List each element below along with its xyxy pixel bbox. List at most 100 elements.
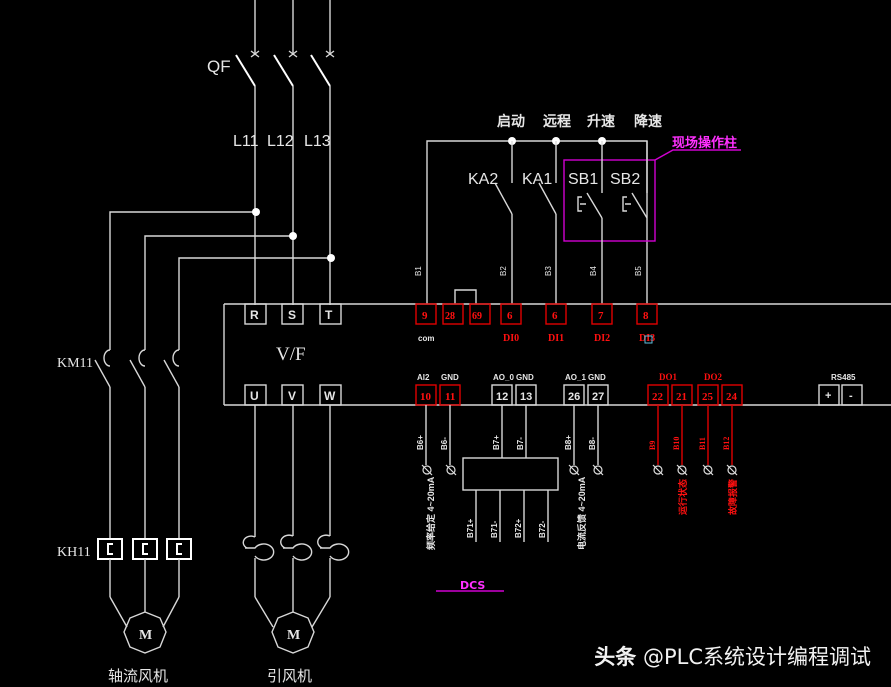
svg-text:6: 6 [507,310,513,322]
svg-text:B71+: B71+ [466,518,475,538]
motor-axial-fan: M 轴流风机 [108,596,180,685]
output-wiring [242,405,350,628]
svg-text:B9: B9 [648,441,657,450]
svg-text:B12: B12 [722,437,731,450]
svg-text:AO_0: AO_0 [493,373,514,382]
junction-dot [252,208,260,216]
field-operation-box: 现场操作柱 SB1 SB2 [563,135,741,304]
svg-text:12: 12 [496,391,508,403]
relay-contacts: KA2 KA1 [468,141,557,304]
contactor-label: KM11 [57,356,93,371]
svg-text:B4: B4 [589,266,598,276]
terminal-t: T [325,308,333,322]
svg-text:DI2: DI2 [594,333,610,344]
button-label-sb2: SB2 [610,171,640,188]
rs485-port: RS485 + - [818,373,863,406]
svg-text:13: 13 [520,391,532,403]
motor-symbol: M [287,628,300,643]
svg-text:28: 28 [445,311,455,322]
analog-note-freq: 频率给定 4~20mA [425,476,436,550]
svg-text:DI1: DI1 [548,333,564,344]
svg-text:AI2: AI2 [417,373,430,382]
terminal-circle-icon [652,464,738,476]
line-label-l12: L12 [267,133,294,150]
svg-text:9: 9 [422,310,428,322]
svg-text:11: 11 [445,391,455,403]
thermal-relay-label: KH11 [57,545,91,560]
svg-text:B6-: B6- [440,437,449,450]
svg-text:GND: GND [441,373,459,382]
svg-text:B10: B10 [672,437,681,450]
svg-text:B8-: B8- [588,437,597,450]
svg-text:DI3: DI3 [639,333,655,344]
relay-label-ka2: KA2 [468,171,498,188]
terminal-w: W [324,389,336,403]
junction-dot [289,232,297,240]
terminal-circle-icon [421,464,604,476]
svg-text:B3: B3 [544,266,553,276]
junction-dot [327,254,335,262]
analog-note-current: 电流反馈 4~20mA [576,476,587,550]
dcs-label-group: DCS [436,579,504,592]
svg-text:21: 21 [676,391,687,403]
phase-lines: L11 L12 L13 [109,86,335,350]
do-note-fault: 故障报警 [727,479,738,515]
svg-text:GND: GND [588,373,606,382]
motor-symbol: M [139,628,152,643]
inverter: V/F R S T U V W [223,303,891,406]
svg-text:B8+: B8+ [564,435,573,450]
motor-name: 轴流风机 [108,668,168,685]
svg-text:27: 27 [592,391,604,403]
bus-label-start: 启动 [497,113,525,129]
thermal-relay-kh11: KH11 [57,538,192,612]
bus-label-speed-up: 升速 [587,113,615,129]
svg-text:B5: B5 [634,266,643,276]
svg-text:B71-: B71- [490,520,499,538]
svg-text:10: 10 [420,391,432,403]
analog-wiring: B6+ B6- B7+ B7- B8+ B8- B71+ B71- B72+ B… [416,405,604,550]
bus-label-remote: 远程 [543,113,571,129]
svg-text:B7-: B7- [516,437,525,450]
svg-text:GND: GND [516,373,534,382]
svg-text:RS485: RS485 [831,373,856,382]
svg-text:DO1: DO1 [659,372,678,382]
motor-induced-fan: M 引风机 [267,611,315,685]
svg-text:B72-: B72- [538,520,547,538]
svg-text:22: 22 [652,391,664,403]
svg-text:24: 24 [726,391,738,403]
main-feed-wires [250,0,335,58]
svg-text:DO2: DO2 [704,372,723,382]
svg-text:-: - [849,390,853,402]
svg-text:7: 7 [598,310,604,322]
di-terminals: 9 28 69 6 6 7 8 com DI0 DI1 DI2 DI3 [415,303,658,344]
svg-text:DI0: DI0 [503,333,519,344]
breaker-label: QF [207,57,231,76]
svg-text:AO_1: AO_1 [565,373,586,382]
control-wire-tags: B1 B2 B3 B4 B5 [414,266,643,304]
svg-text:B72+: B72+ [514,518,523,538]
relay-label-ka1: KA1 [522,171,552,188]
breaker-qf: QF [207,54,331,87]
svg-text:8: 8 [643,310,649,322]
field-box-label: 现场操作柱 [672,135,737,151]
dcs-label: DCS [460,579,485,592]
inverter-input-terminals: R S T [244,303,342,325]
bus-label-speed-down: 降速 [634,113,662,129]
svg-text:25: 25 [702,391,714,403]
watermark: 头条 @PLC系统设计编程调试 [594,641,871,671]
svg-text:6: 6 [552,310,558,322]
analog-terminals: AI2 GND AO_0 GND AO_1 GND 10 11 12 13 26… [415,373,609,406]
do-wiring: B9 B10 B11 B12 运行状态 故障报警 [648,405,738,515]
svg-text:B6+: B6+ [416,435,425,450]
terminal-v: V [288,389,296,403]
inverter-output-terminals: U V W [244,384,342,406]
contactor-km11: KM11 [57,349,180,538]
do-note-run: 运行状态 [677,479,688,515]
svg-text:com: com [418,334,434,343]
inverter-title: V/F [276,344,306,365]
watermark-brand: 头条 [594,645,637,669]
button-label-sb1: SB1 [568,171,598,188]
line-label-l13: L13 [304,133,331,150]
do-terminals: DO1 DO2 22 21 25 24 [647,372,743,406]
